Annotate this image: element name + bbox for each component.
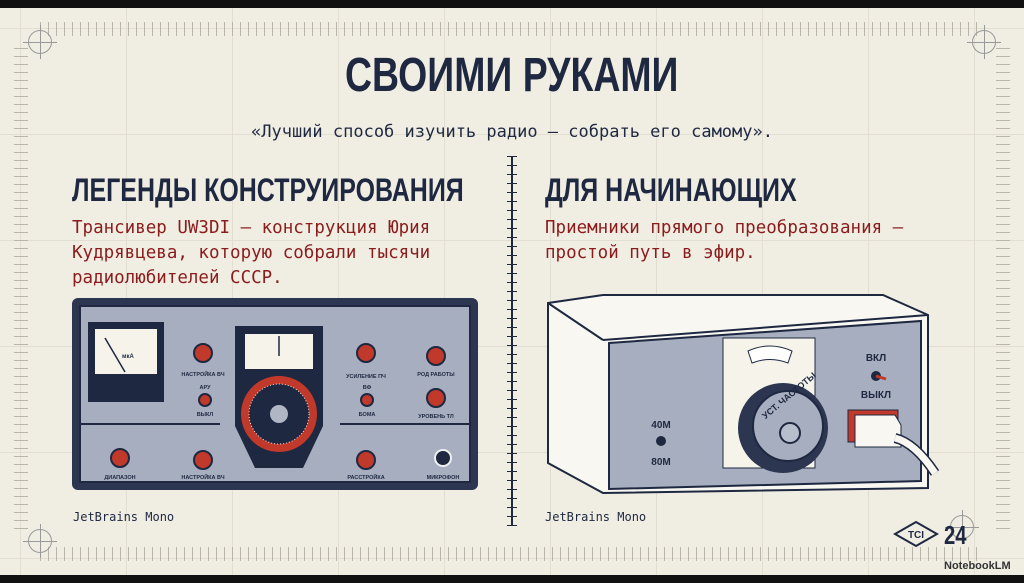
svg-text:ВЫКЛ: ВЫКЛ xyxy=(861,390,891,401)
svg-text:АРУ: АРУ xyxy=(200,385,212,391)
tci-logo: TCI xyxy=(893,520,939,548)
left-font-label: JetBrains Mono xyxy=(73,510,175,524)
svg-text:ВФ: ВФ xyxy=(363,385,372,391)
svg-text:TCI: TCI xyxy=(908,530,924,541)
svg-text:УСИЛЕНИЕ ПЧ: УСИЛЕНИЕ ПЧ xyxy=(346,374,386,380)
svg-text:ВЫКЛ: ВЫКЛ xyxy=(197,412,214,418)
transceiver-illustration: мкА НАСТРОЙКА ВЧ АРУ ВЫКЛ УСИЛЕНИЕ ПЧ ВФ… xyxy=(72,298,478,490)
svg-text:ВКЛ: ВКЛ xyxy=(866,353,886,364)
page-number: 24 xyxy=(944,520,967,550)
crosshair-icon xyxy=(23,25,57,59)
svg-text:мкА: мкА xyxy=(122,354,134,360)
svg-text:ДИАПАЗОН: ДИАПАЗОН xyxy=(104,475,135,481)
right-text: Приемники прямого преобразования —просто… xyxy=(545,218,904,263)
crosshair-icon xyxy=(967,25,1001,59)
left-heading: ЛЕГЕНДЫ КОНСТРУИРОВАНИЯ xyxy=(72,172,464,208)
quote: «Лучший способ изучить радио — собрать е… xyxy=(251,122,773,142)
ruler-top xyxy=(40,22,984,36)
svg-text:40M: 40M xyxy=(651,420,670,431)
right-heading: ДЛЯ НАЧИНАЮЩИХ xyxy=(545,172,797,208)
svg-text:УРОВЕНЬ ТЛ: УРОВЕНЬ ТЛ xyxy=(418,414,454,420)
crosshair-icon xyxy=(945,510,979,544)
ruler-right xyxy=(996,48,1010,535)
ruler-bottom xyxy=(40,547,984,561)
notebooklm-watermark: NotebookLM xyxy=(944,560,1011,572)
svg-text:НАСТРОЙКА ВЧ: НАСТРОЙКА ВЧ xyxy=(181,473,224,481)
slide: СВОИМИ РУКАМИ «Лучший способ изучить рад… xyxy=(0,8,1024,575)
center-ruler xyxy=(504,156,520,526)
svg-text:80M: 80M xyxy=(651,457,670,468)
svg-text:РОД РАБОТЫ: РОД РАБОТЫ xyxy=(417,372,455,378)
svg-text:МИКРОФОН: МИКРОФОН xyxy=(427,475,460,481)
receiver-illustration: УСТ. ЧАСТОТЫ 40M 80M ВКЛ ВЫКЛ xyxy=(547,294,940,495)
svg-text:РАССТРОЙКА: РАССТРОЙКА xyxy=(347,473,384,481)
crosshair-icon xyxy=(23,524,57,558)
svg-text:БОМА: БОМА xyxy=(359,412,376,418)
slide-title: СВОИМИ РУКАМИ xyxy=(345,49,679,102)
ruler-left xyxy=(14,48,28,535)
right-font-label: JetBrains Mono xyxy=(545,510,647,524)
svg-text:НАСТРОЙКА ВЧ: НАСТРОЙКА ВЧ xyxy=(181,370,224,378)
